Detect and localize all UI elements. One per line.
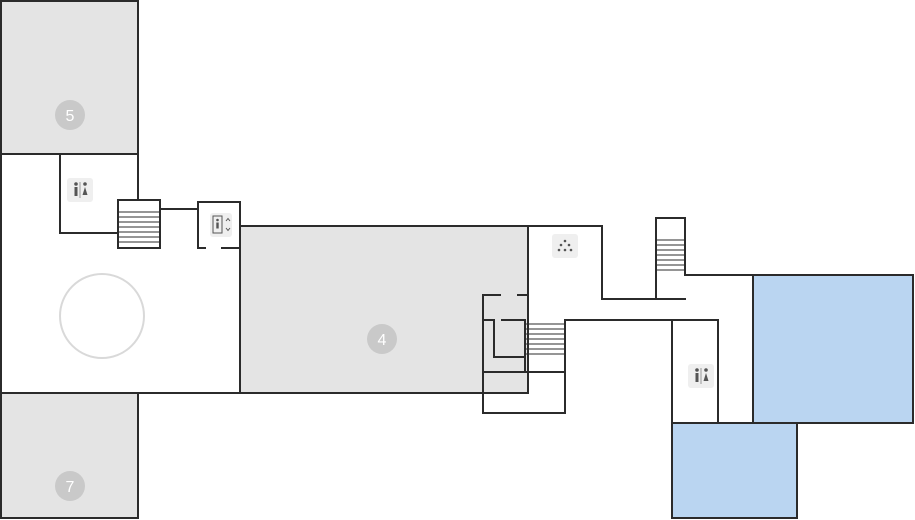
circular-feature [59,273,145,359]
room-5[interactable] [0,0,139,155]
room-4[interactable] [239,225,529,394]
room-label-7: 7 [66,479,75,496]
elevator-icon[interactable] [210,213,232,237]
highlighted-room-east[interactable] [752,274,914,424]
restroom-icon[interactable] [67,178,93,202]
room-label-5: 5 [66,108,75,125]
highlighted-room-south[interactable] [671,422,798,519]
west-wing-walls [0,153,241,394]
stairs-northeast[interactable] [657,239,684,271]
stairs-west[interactable] [119,211,159,243]
room-badge-4: 4 [367,324,397,354]
accessible-seating-icon[interactable] [552,234,578,258]
room-badge-5: 5 [55,100,85,130]
east-wing-walls [239,217,754,424]
room-badge-7: 7 [55,471,85,501]
restroom-icon-east[interactable] [688,364,714,388]
room-label-4: 4 [378,332,387,349]
stairs-center[interactable] [526,323,564,355]
